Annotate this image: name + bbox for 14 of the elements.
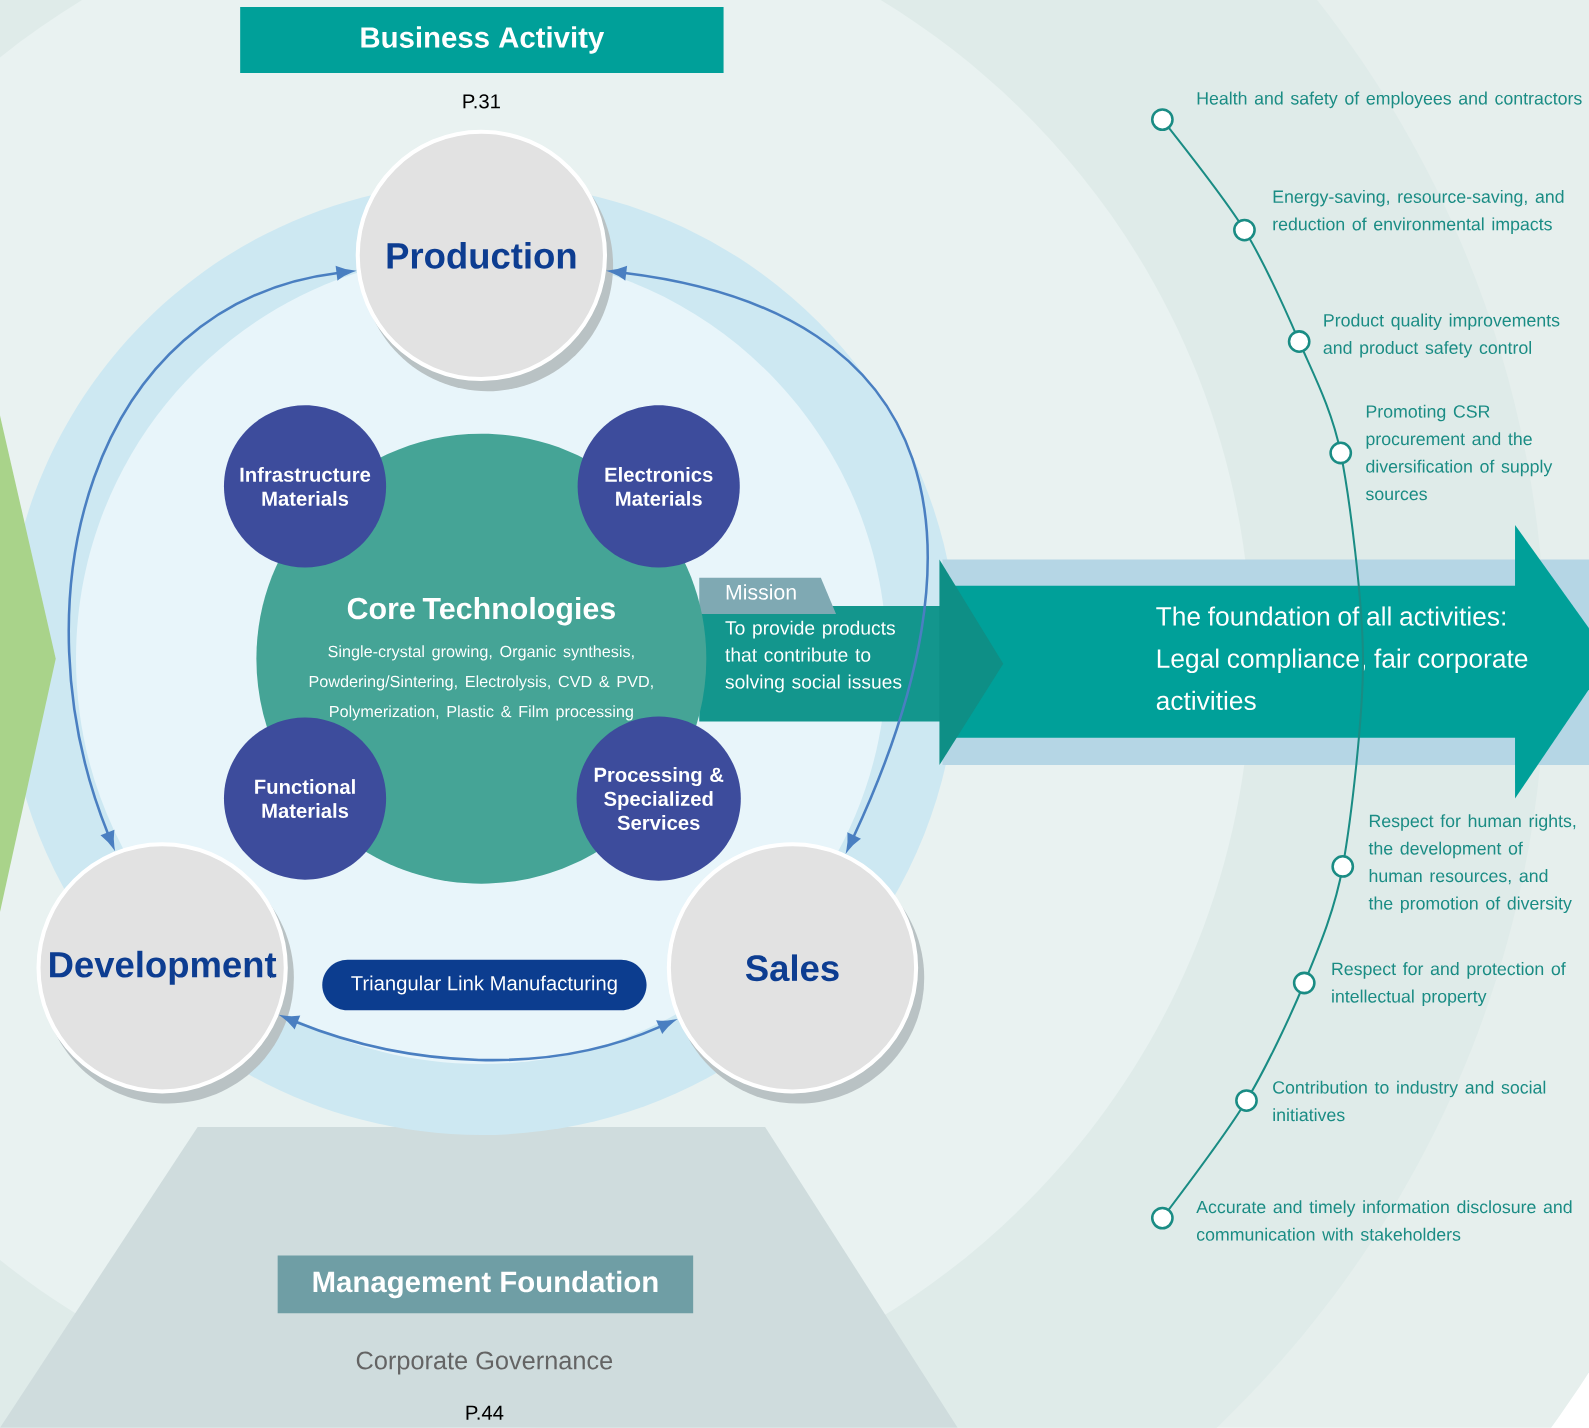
list-item: Respect for human rights, the development of human resources, and the promotion of diversity bbox=[1368, 814, 1576, 914]
list-item: Energy-saving, resource-saving, and reduction of environmental impacts bbox=[1273, 189, 1564, 234]
pill-label: Triangular Link Manufacturing bbox=[322, 959, 647, 1011]
list-item: Promoting CSR procurement and the diversification of supply sources bbox=[1365, 404, 1553, 501]
section-header: Business Activity bbox=[240, 7, 724, 74]
section-header: Management Foundation bbox=[277, 1255, 694, 1314]
list-item: Contribution to industry and social initiatives bbox=[1273, 1080, 1546, 1122]
page-reference: P.31 bbox=[463, 94, 500, 109]
page-reference: P.44 bbox=[466, 1405, 504, 1420]
list-item: Accurate and timely information disclosure and communication with stakeholders bbox=[1196, 1200, 1572, 1241]
list-item: Respect for and protection of intellectual property bbox=[1332, 962, 1566, 1007]
subheading: Corporate Governance bbox=[356, 1351, 613, 1375]
list-item: Product quality improvements and product safety control bbox=[1323, 313, 1560, 358]
list-item: Health and safety of employees and contractors bbox=[1197, 91, 1582, 109]
